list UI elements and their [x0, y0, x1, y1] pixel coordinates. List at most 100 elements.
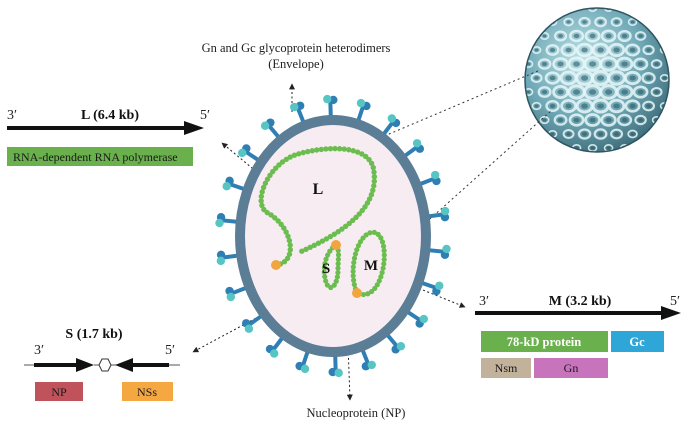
L-title: L (6.4 kb) [81, 108, 139, 123]
rnp-bead [281, 225, 287, 231]
rnp-bead [371, 183, 377, 189]
rnp-bead [335, 269, 341, 276]
rnp-bead [341, 146, 347, 152]
M-protein-box-3 [534, 358, 608, 378]
M-3prime: 3′ [479, 294, 489, 309]
rnp-bead [342, 223, 349, 230]
rnp-bead [368, 160, 375, 167]
rnp-bead [381, 256, 387, 263]
rnp-bead [380, 265, 386, 271]
rnp-bead [380, 243, 387, 249]
rnp-bead [299, 248, 305, 254]
rnp-bead [333, 278, 339, 284]
rnp-bead [272, 215, 278, 221]
rnp-bead [339, 226, 345, 232]
rnp-bead [359, 151, 365, 157]
rnp-bead [379, 239, 386, 245]
rnp-bead [366, 156, 372, 163]
rnp-bead [286, 251, 293, 257]
rnp-bead [267, 172, 273, 179]
rnp-bead [321, 269, 327, 275]
M-protein-label-2: Nsm [495, 361, 518, 375]
rnp-bead [314, 147, 320, 153]
arrow-to-M-segment [397, 279, 466, 308]
rnp-bead [300, 149, 306, 156]
rnp-bead [279, 159, 286, 165]
M-protein-box-2 [481, 358, 531, 378]
rnp-bead [370, 187, 376, 194]
rnp-bead [334, 274, 340, 280]
L-protein-label-0: RNA-dependent RNA polymerase [13, 150, 178, 164]
rnp-bead [370, 164, 376, 171]
virion-3d-illustration [524, 7, 670, 153]
S-5prime: 5′ [165, 343, 175, 358]
rnp-bead [335, 265, 341, 271]
S-protein-label-1: NSs [137, 385, 157, 399]
rnp-bead [335, 256, 341, 262]
rnp-bead [350, 273, 356, 279]
rnp-bead [262, 180, 269, 186]
polymerase-M [352, 288, 362, 298]
rnp-bead [376, 278, 382, 284]
L-3prime: 3′ [7, 108, 17, 123]
rnp-bead [363, 232, 369, 238]
rnp-bead [323, 278, 329, 284]
S-3prime: 3′ [34, 343, 44, 358]
rnp-bead [258, 193, 265, 200]
rnp-bead [346, 147, 352, 153]
rnp-bead [287, 242, 293, 248]
L-5prime: 5′ [200, 108, 210, 123]
rnp-bead [283, 229, 289, 235]
rnp-bead [350, 148, 356, 154]
rnp-bead [322, 274, 328, 280]
envelope-label-line1: Gn and Gc glycoprotein heterodimers [202, 41, 391, 55]
rnp-bead [305, 148, 311, 155]
rnp-bead [371, 169, 377, 175]
rnp-bead [352, 251, 359, 257]
rnp-bead [259, 189, 265, 195]
rnp-bead [260, 184, 267, 191]
segment-S-map: S (1.7 kb) 3′ 5′ NP NSs [24, 327, 180, 401]
rnp-bead [354, 149, 361, 155]
rnp-bead [354, 247, 360, 253]
S-protein-box-0 [35, 382, 83, 401]
rnp-bead [259, 202, 265, 209]
rnp-bead [351, 281, 357, 288]
M-protein-box-0 [481, 331, 608, 352]
rnp-bead [284, 255, 291, 262]
L-arrowhead [184, 121, 204, 135]
segment-label-S: S [322, 261, 330, 277]
rnp-bead [261, 206, 267, 213]
rnp-bead [367, 230, 373, 236]
rnp-bead [323, 236, 330, 242]
rnp-bead [307, 244, 313, 251]
segment-M-map: 3′ M (3.2 kb) 5′ 78-kD protein Gc Nsm Gn [475, 294, 681, 378]
M-title: M (3.2 kb) [549, 294, 612, 309]
rnp-bead [331, 282, 337, 288]
envelope-label-line2: (Envelope) [268, 57, 324, 71]
glycoprotein-spike [215, 213, 241, 228]
S-protein-label-0: NP [51, 385, 67, 399]
polymerase-S [331, 240, 341, 250]
rnp-bead [357, 239, 364, 245]
rnp-bead [285, 233, 291, 239]
segment-L-map: 3′ L (6.4 kb) 5′ RNA-dependent RNA polym… [7, 108, 210, 166]
rnp-bead [291, 152, 298, 158]
rnp-bead [296, 151, 302, 157]
rnp-bead [346, 220, 352, 227]
zoom-lines [374, 69, 553, 227]
rnp-bead [268, 212, 274, 218]
rnp-bead [366, 196, 373, 202]
rnp-bead [327, 248, 333, 254]
S-reverse-arrowhead [115, 358, 133, 372]
rnp-bead [355, 243, 362, 249]
rnp-bead [368, 288, 375, 295]
segment-label-M: M [364, 258, 378, 274]
rnp-bead [371, 229, 377, 235]
rnp-bead [311, 242, 317, 249]
rnp-bead [360, 291, 367, 298]
virus-particle: L S M [215, 94, 451, 378]
L-protein-box-0 [7, 147, 193, 166]
rnp-bead [351, 255, 358, 261]
rnp-bead [351, 259, 357, 266]
